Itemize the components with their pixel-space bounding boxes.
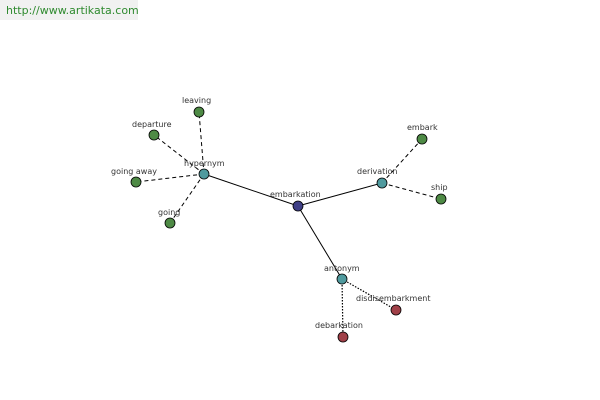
edge-embarkation-hypernym <box>203 173 299 207</box>
node-leaving-dot[interactable] <box>193 106 205 118</box>
node-derivation[interactable]: derivation <box>357 167 397 189</box>
node-embark-dot[interactable] <box>416 133 428 145</box>
edge-hypernym-departure <box>153 134 205 175</box>
node-debarkation-label: debarkation <box>315 321 363 330</box>
node-derivation-dot[interactable] <box>376 177 388 189</box>
node-leaving[interactable]: leaving <box>182 96 211 118</box>
graph-nodes: embarkation hypernym derivation antonym leav… <box>111 96 448 343</box>
node-departure-dot[interactable] <box>148 129 160 141</box>
node-embark-label: embark <box>407 123 438 132</box>
node-departure-label: departure <box>132 120 172 129</box>
node-ship-label: ship <box>431 183 448 192</box>
node-derivation-label: derivation <box>357 167 397 176</box>
node-hypernym-dot[interactable] <box>198 168 210 180</box>
node-departure[interactable]: departure <box>132 120 172 141</box>
node-disembarkment-dot[interactable] <box>390 304 402 316</box>
node-hypernym[interactable]: hypernym <box>184 159 225 180</box>
edge-derivation-ship <box>381 182 442 200</box>
node-leaving-label: leaving <box>182 96 211 105</box>
node-going_away-dot[interactable] <box>130 176 142 188</box>
node-hypernym-label: hypernym <box>184 159 225 168</box>
edge-derivation-embark <box>381 138 423 184</box>
node-antonym[interactable]: antonym <box>324 264 360 285</box>
node-going_away[interactable]: going away <box>111 167 157 188</box>
node-antonym-dot[interactable] <box>336 273 348 285</box>
edge-antonym-debarkation <box>341 278 344 338</box>
edge-embarkation-antonym <box>297 205 343 280</box>
graph-edges <box>135 111 442 338</box>
watermark-banner: http://www.artikata.com <box>0 0 139 20</box>
edge-hypernym-going <box>169 173 205 224</box>
node-disembarkment[interactable]: disdisembarkment <box>356 294 430 316</box>
node-going_away-label: going away <box>111 167 157 176</box>
edge-hypernym-going_away <box>135 173 205 183</box>
node-going[interactable]: going <box>158 208 180 229</box>
node-ship-dot[interactable] <box>435 193 447 205</box>
edge-hypernym-leaving <box>198 111 205 175</box>
watermark-link[interactable]: http://www.artikata.com <box>6 4 139 17</box>
node-antonym-label: antonym <box>324 264 360 273</box>
node-debarkation[interactable]: debarkation <box>315 321 363 343</box>
node-embarkation-label: embarkation <box>270 190 321 199</box>
edge-antonym-disembarkment <box>341 278 397 311</box>
node-embark[interactable]: embark <box>407 123 438 145</box>
node-embarkation-dot[interactable] <box>292 200 304 212</box>
node-going-dot[interactable] <box>164 217 176 229</box>
node-debarkation-dot[interactable] <box>337 331 349 343</box>
node-embarkation[interactable]: embarkation <box>270 190 321 212</box>
node-ship[interactable]: ship <box>431 183 448 205</box>
node-going-label: going <box>158 208 180 217</box>
edge-embarkation-derivation <box>297 182 383 207</box>
node-disembarkment-label: disdisembarkment <box>356 294 430 303</box>
